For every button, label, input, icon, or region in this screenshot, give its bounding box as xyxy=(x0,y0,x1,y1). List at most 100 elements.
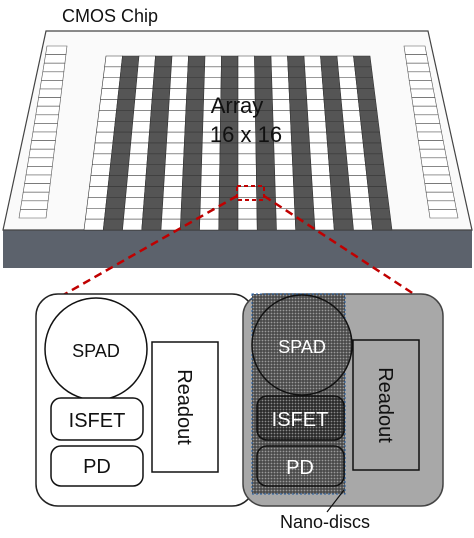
array-cell xyxy=(122,218,143,231)
array-cell xyxy=(288,88,308,100)
io-pad xyxy=(42,62,66,73)
array-cell xyxy=(118,77,138,89)
array-cell xyxy=(181,175,202,187)
array-cell xyxy=(307,110,326,122)
array-cell xyxy=(106,186,127,198)
array-cell xyxy=(337,66,357,79)
array-cell xyxy=(96,120,116,133)
array-cell xyxy=(320,55,339,68)
array-cell xyxy=(199,218,220,231)
array-cell xyxy=(154,55,173,68)
array-cell xyxy=(136,66,155,79)
array-cell xyxy=(150,99,170,111)
io-pad xyxy=(36,97,62,107)
array-cell xyxy=(166,120,186,133)
array-cell xyxy=(274,164,294,176)
pd-label: PD xyxy=(83,456,111,478)
array-cell xyxy=(237,175,257,187)
array-cell xyxy=(187,66,205,79)
array-cell xyxy=(170,66,189,79)
array-cell xyxy=(187,55,206,68)
array-cell xyxy=(338,77,358,89)
array-cell xyxy=(200,175,220,187)
array-cell xyxy=(332,207,353,220)
array-cell xyxy=(237,153,257,166)
io-pad xyxy=(34,114,59,124)
io-pad xyxy=(45,45,68,55)
array-cell xyxy=(104,55,123,68)
array-cell xyxy=(153,66,172,79)
array-cell xyxy=(179,218,201,231)
array-cell xyxy=(90,164,111,176)
array-cell xyxy=(144,175,165,187)
array-cell xyxy=(93,142,114,155)
array-cell xyxy=(150,110,169,122)
array-cell xyxy=(327,142,347,155)
array-cell xyxy=(287,66,306,79)
array-cell xyxy=(303,55,322,68)
array-cell xyxy=(256,207,277,220)
array-cell xyxy=(101,77,121,89)
array-cell xyxy=(185,110,204,122)
io-pad xyxy=(423,174,452,184)
chip-label: CMOS Chip xyxy=(62,6,158,26)
array-cell xyxy=(309,142,329,155)
io-pad xyxy=(403,45,428,55)
array-cell xyxy=(340,99,360,111)
array-cell xyxy=(161,207,182,220)
array-cell xyxy=(357,99,378,111)
array-cell xyxy=(274,175,295,187)
array-cell xyxy=(100,88,120,100)
io-pad xyxy=(21,191,50,202)
array-cell xyxy=(256,175,276,187)
array-cell xyxy=(304,66,323,79)
array-title: Array xyxy=(211,93,264,118)
array-cell xyxy=(142,207,163,220)
array-cell xyxy=(218,197,239,209)
array-cell xyxy=(368,197,390,209)
io-pad xyxy=(407,71,432,81)
array-cell xyxy=(326,131,346,144)
io-pad xyxy=(428,209,459,219)
right-io-pads xyxy=(403,45,459,219)
array-cell xyxy=(145,164,166,176)
array-cell xyxy=(290,120,310,133)
array-cell xyxy=(147,142,167,155)
array-cell xyxy=(367,186,389,198)
isfet-label: ISFET xyxy=(69,410,126,432)
array-cell xyxy=(343,131,364,144)
chip-side-face xyxy=(3,230,472,268)
io-pad xyxy=(28,148,55,159)
spad-label: SPAD xyxy=(72,341,120,361)
array-cell xyxy=(342,120,363,133)
array-cell xyxy=(98,99,119,111)
isfet-label: ISFET xyxy=(272,409,329,431)
array-cell xyxy=(199,207,220,220)
array-cell xyxy=(134,88,154,100)
array-cell xyxy=(102,66,122,79)
pd-element xyxy=(50,445,144,487)
array-cell xyxy=(89,175,110,187)
array-cell xyxy=(168,99,187,111)
array-cell xyxy=(272,99,291,111)
io-pad xyxy=(41,71,65,81)
array-cell xyxy=(97,110,117,122)
nanodiscs-pointer xyxy=(326,489,345,513)
array-cell xyxy=(355,77,375,89)
io-pad xyxy=(425,191,456,202)
array-cell xyxy=(127,164,148,176)
array-cell xyxy=(105,197,126,209)
array-cell xyxy=(271,88,290,100)
array-cell xyxy=(166,131,186,144)
array-cell xyxy=(180,197,201,209)
array-cell xyxy=(219,175,239,187)
array-cell xyxy=(331,197,352,209)
io-pad xyxy=(29,140,56,150)
array-cell xyxy=(125,186,146,198)
array-cell xyxy=(237,218,258,231)
array-cell xyxy=(324,110,344,122)
array-cell xyxy=(274,186,295,198)
array-cell xyxy=(362,142,383,155)
array-cell xyxy=(126,175,147,187)
array-cell xyxy=(237,66,256,79)
